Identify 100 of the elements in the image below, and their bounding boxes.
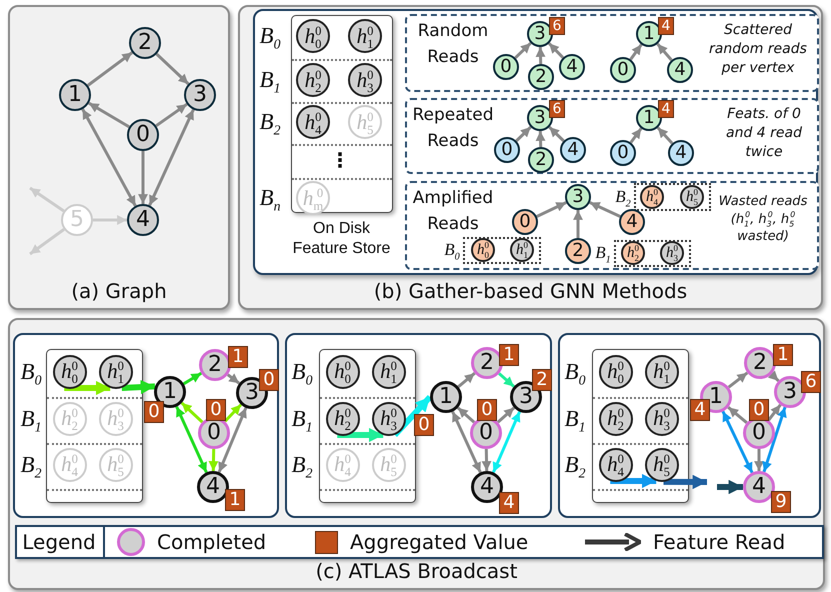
- arrow: [663, 474, 708, 490]
- arrow: [457, 372, 476, 388]
- arrow: [182, 372, 202, 386]
- vertex-circle: 1: [59, 79, 91, 111]
- vertex-circle: 4: [619, 209, 645, 235]
- vertex-circle: 0: [494, 137, 520, 163]
- block-label: B$_{2}$: [564, 452, 586, 478]
- aggregated-value-badge: 4: [499, 492, 519, 514]
- aggregated-value-badge: 4: [658, 17, 674, 35]
- panel-caption: (a) Graph: [70, 279, 168, 303]
- aggregated-value-badge: 1: [225, 489, 245, 511]
- arrow: [498, 372, 515, 388]
- vertex-circle: 2: [528, 64, 554, 90]
- arrow: [81, 108, 137, 207]
- vertex-circle: 4: [471, 471, 503, 503]
- block-label: B$_{1}$: [292, 406, 312, 432]
- arrow: [86, 51, 134, 87]
- method-box: [405, 98, 819, 174]
- aggregated-value-badge: 0: [477, 399, 497, 421]
- arrow: [180, 402, 204, 424]
- vertex-circle: 2: [129, 27, 161, 59]
- arrow: [717, 480, 743, 494]
- vertex-circle: 2: [528, 147, 554, 173]
- arrow: [64, 380, 110, 396]
- block-label: B$_{n}$: [260, 185, 280, 211]
- panel: [8, 5, 230, 310]
- vertex-circle: 1: [430, 381, 462, 413]
- arrow: [548, 42, 564, 59]
- block-label: B$_{1}$: [595, 243, 611, 263]
- aggregated-value-badge: 2: [532, 369, 552, 391]
- arrow: [224, 404, 242, 422]
- legend-text: Completed: [157, 530, 266, 554]
- arrow: [392, 394, 432, 438]
- aggregated-value-badge: 6: [801, 371, 821, 393]
- vertex-circle: 4: [668, 140, 694, 166]
- block-label: B$_{0}$: [564, 359, 586, 385]
- example-panel: [285, 333, 552, 518]
- vertex-circle: 0: [512, 209, 538, 235]
- arrow: [496, 406, 516, 424]
- arrow: [492, 411, 521, 473]
- ellipsis: ⋮: [330, 148, 350, 172]
- vertex-circle: 0: [127, 119, 159, 151]
- vertex-circle: 4: [560, 137, 586, 163]
- vertex-circle: 2: [744, 347, 776, 379]
- block-label: B$_{0}$: [260, 23, 280, 49]
- arrow: [218, 407, 248, 473]
- aggregated-value-badge: 0: [144, 401, 164, 423]
- vertex-circle: 0: [493, 54, 519, 80]
- block-group-box: [463, 237, 541, 264]
- block-label: B$_{1}$: [20, 406, 42, 432]
- panel-caption: (c) ATLAS Broadcast: [314, 559, 518, 583]
- arrow: [122, 380, 156, 394]
- arrow: [629, 44, 643, 60]
- legend-text: Aggregated Value: [350, 530, 528, 554]
- method-note: Feats. of 0 and 4 read twice: [725, 105, 803, 162]
- arrow: [610, 474, 656, 488]
- arrow: [155, 102, 188, 128]
- panel: [238, 5, 823, 310]
- panel-caption: (b) Gather-based GNN Methods: [372, 279, 688, 303]
- arrow: [29, 228, 65, 256]
- method-box: [405, 181, 819, 270]
- block-label: B$_{0}$: [444, 240, 460, 260]
- aggregated-value-badge: 0: [206, 399, 226, 421]
- arrow: [515, 126, 532, 142]
- arrow: [656, 42, 673, 62]
- arrow: [768, 370, 780, 382]
- aggregated-value-badge: 1: [228, 346, 248, 368]
- legend-text: Feature Read: [653, 530, 786, 554]
- vertex-circle: 2: [565, 238, 591, 264]
- block-label: B$_{2}$: [615, 187, 631, 207]
- arrow: [175, 406, 208, 474]
- vertex-circle: 3: [565, 184, 591, 210]
- arrow: [727, 406, 748, 424]
- vertex-circle: 4: [667, 57, 693, 83]
- method-note: Scattered random reads per vertex: [708, 21, 808, 78]
- arrow: [656, 126, 674, 144]
- arrow: [536, 201, 567, 218]
- aggregated-value-badge: 6: [549, 100, 565, 118]
- vertex-circle: 2: [471, 347, 503, 379]
- feature-store-box: [319, 349, 416, 503]
- block-label: B$_{0}$: [20, 359, 42, 385]
- aggregated-value-badge: 9: [771, 491, 791, 513]
- arrow: [226, 373, 240, 384]
- arrow: [456, 406, 476, 424]
- arrow: [728, 372, 748, 388]
- aggregated-value-badge: 1: [499, 344, 519, 366]
- arrow: [208, 448, 218, 472]
- block-group-box: [634, 183, 711, 211]
- arrow: [451, 410, 482, 474]
- arrow: [29, 186, 65, 212]
- block-label: B$_{0}$: [292, 359, 312, 385]
- vertex-circle: 3: [184, 79, 216, 111]
- arrow: [589, 201, 621, 218]
- block-label: B$_{2}$: [260, 109, 280, 135]
- vertex-circle: 4: [127, 204, 159, 236]
- block-label: B$_{1}$: [564, 406, 586, 432]
- block-label: B$_{1}$: [260, 67, 280, 93]
- example-panel: [13, 333, 279, 518]
- arrow: [93, 215, 127, 225]
- block-label: B$_{2}$: [20, 452, 42, 478]
